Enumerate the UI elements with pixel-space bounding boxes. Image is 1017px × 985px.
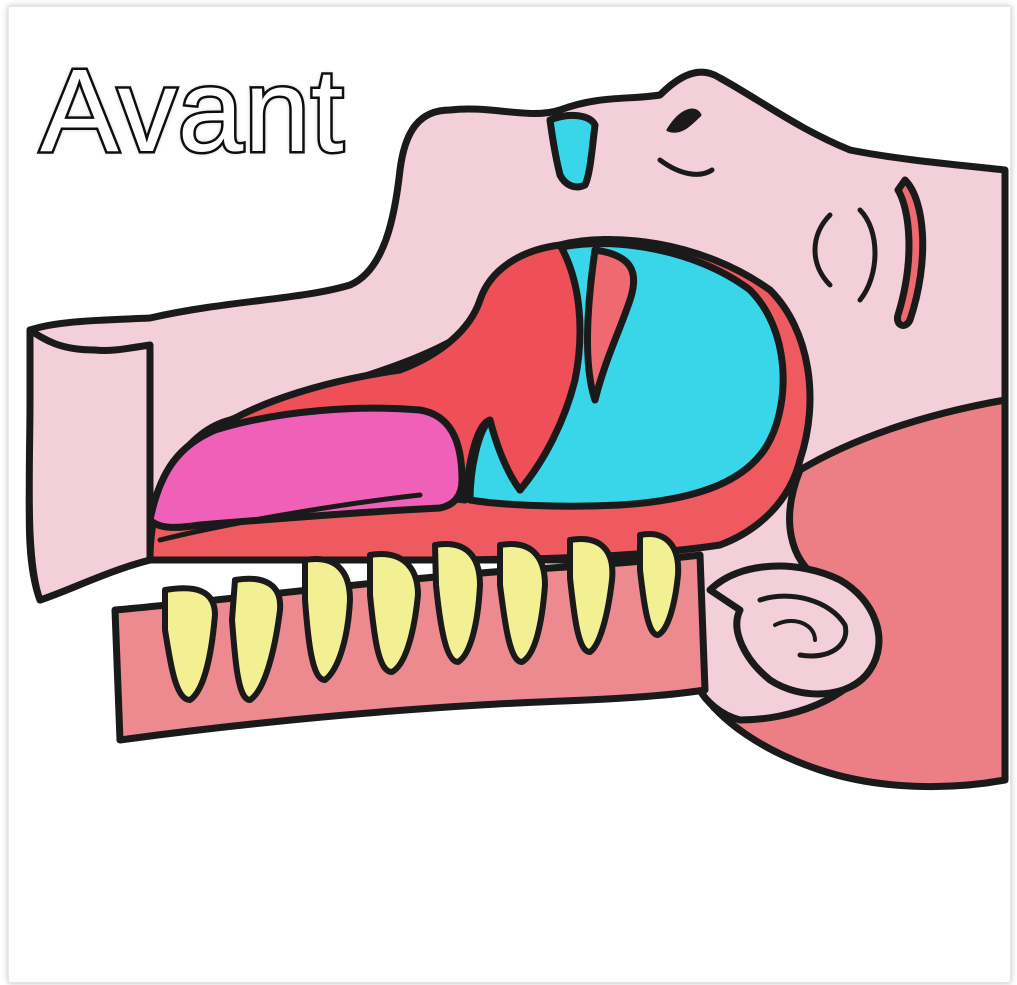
lower-lip (29, 330, 150, 600)
page-title: Avant (40, 52, 345, 170)
mouth-opening (550, 115, 595, 187)
